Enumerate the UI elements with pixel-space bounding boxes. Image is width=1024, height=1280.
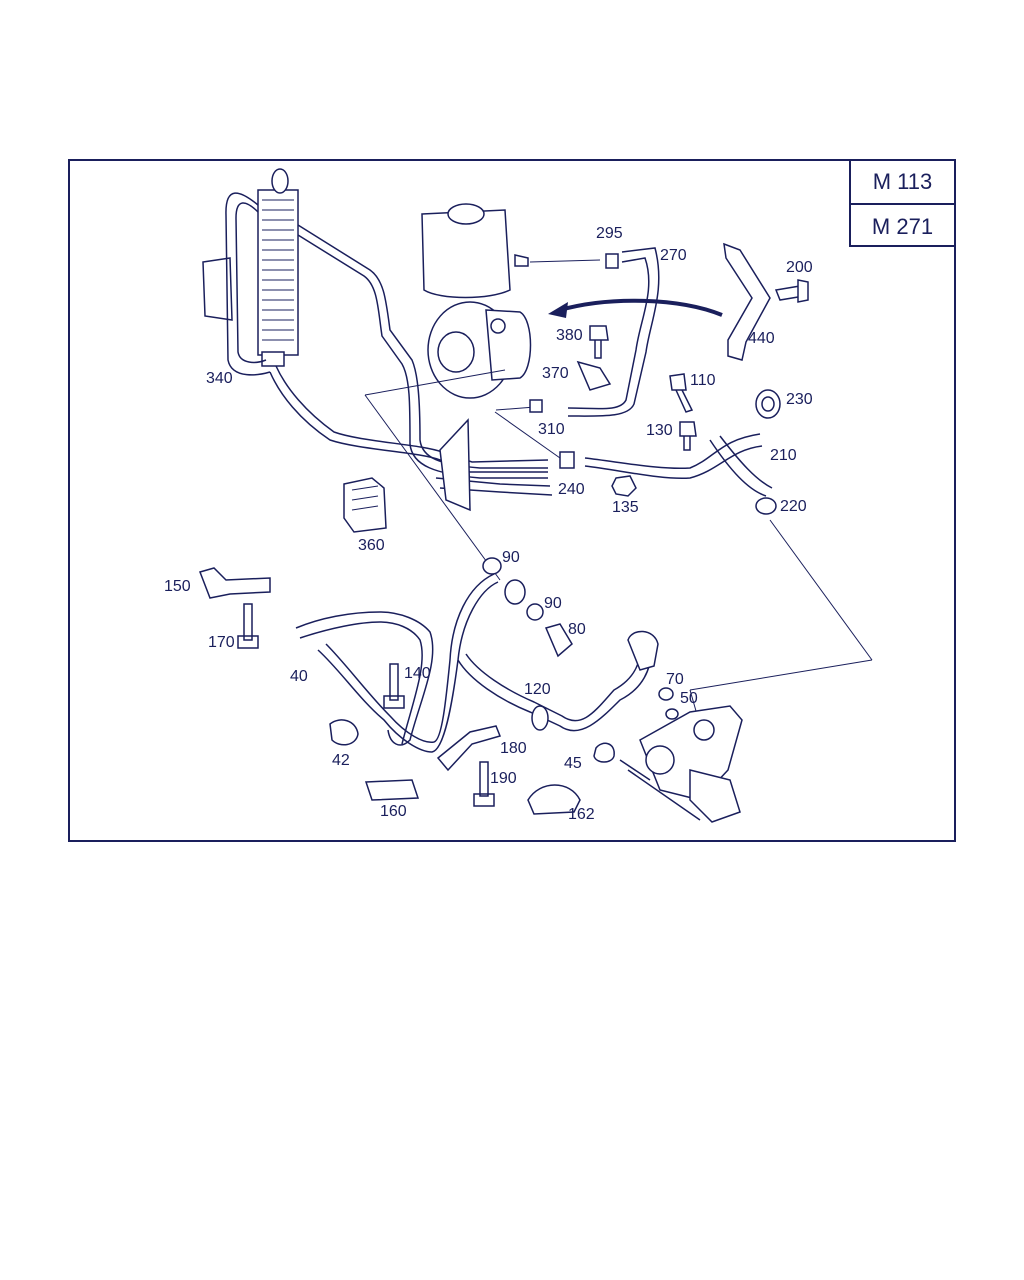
label-210: 210 [770,447,797,464]
label-190: 190 [490,770,517,787]
leader-lines [364,259,873,726]
plate-160 [364,779,420,801]
bolt-110 [669,373,694,413]
grommet-45 [593,742,615,763]
label-220: 220 [780,498,807,515]
label-380: 380 [556,327,583,344]
seal-ring-90-b [526,603,544,621]
label-110: 110 [690,372,716,389]
seal-ring-50 [665,708,679,720]
label-140: 140 [404,665,431,682]
nut-135 [611,475,637,497]
steering-gear [619,705,743,823]
seal-ring-70 [658,687,674,701]
label-160: 160 [380,803,407,820]
label-42: 42 [332,752,350,769]
label-162: 162 [568,806,595,823]
label-135: 135 [612,499,639,516]
bracket-360 [343,477,387,533]
cooler-lines [225,192,553,496]
bracket-162 [527,784,581,815]
diagram-frame [68,159,956,842]
label-240: 240 [558,481,585,498]
fitting-70 [627,630,659,671]
label-360: 360 [358,537,385,554]
hose-clamp-240 [559,451,575,469]
bracket-440 [723,242,771,361]
seal-ring-220 [755,497,777,515]
bracket-180 [436,725,502,772]
power-steering-pump [421,203,532,512]
clip-370 [576,360,612,391]
bolt-380 [589,325,609,359]
label-120: 120 [524,681,551,698]
label-130: 130 [646,422,673,439]
hose-clamp-310 [529,399,543,413]
fitting-90-a [504,579,526,605]
part-labels: 340 295 270 200 440 380 370 110 230 310 … [164,225,813,823]
seal-ring-90-a [482,557,502,575]
label-45: 45 [564,755,582,772]
fitting-120 [531,705,549,731]
label-310: 310 [538,421,565,438]
label-180: 180 [500,740,527,757]
direction-arrow [559,298,723,317]
bolt-190 [473,761,495,807]
suction-hose-270 [567,257,650,410]
label-50: 50 [680,690,698,707]
label-200: 200 [786,259,813,276]
bolt-130 [679,421,697,451]
banjo-bolt-80 [544,623,573,658]
label-170: 170 [208,634,235,651]
label-40: 40 [290,668,308,685]
label-80: 80 [568,621,586,638]
label-230: 230 [786,391,813,408]
bracket-150 [199,567,271,599]
label-90-b: 90 [544,595,562,612]
pressure-line-240 [584,433,761,470]
label-70: 70 [666,671,684,688]
clamp-42 [329,719,359,746]
label-370: 370 [542,365,569,382]
engine-code-m271: M 271 [871,214,934,239]
label-150: 150 [164,578,191,595]
oil-cooler-340 [202,168,299,367]
label-270: 270 [660,247,687,264]
pressure-hose-40 [295,611,434,746]
engine-code-divider [851,203,954,205]
engine-code-box: M 113 M 271 [849,159,956,247]
bolt-140 [383,663,405,709]
label-90-a: 90 [502,549,520,566]
label-295: 295 [596,225,623,242]
engine-code-m113: M 113 [872,169,933,194]
pressure-line-210 [709,439,767,497]
hose-clamp-295 [605,253,619,269]
label-340: 340 [206,370,233,387]
arrow-head [548,302,568,318]
bolt-170 [237,603,259,649]
label-440: 440 [748,330,775,347]
